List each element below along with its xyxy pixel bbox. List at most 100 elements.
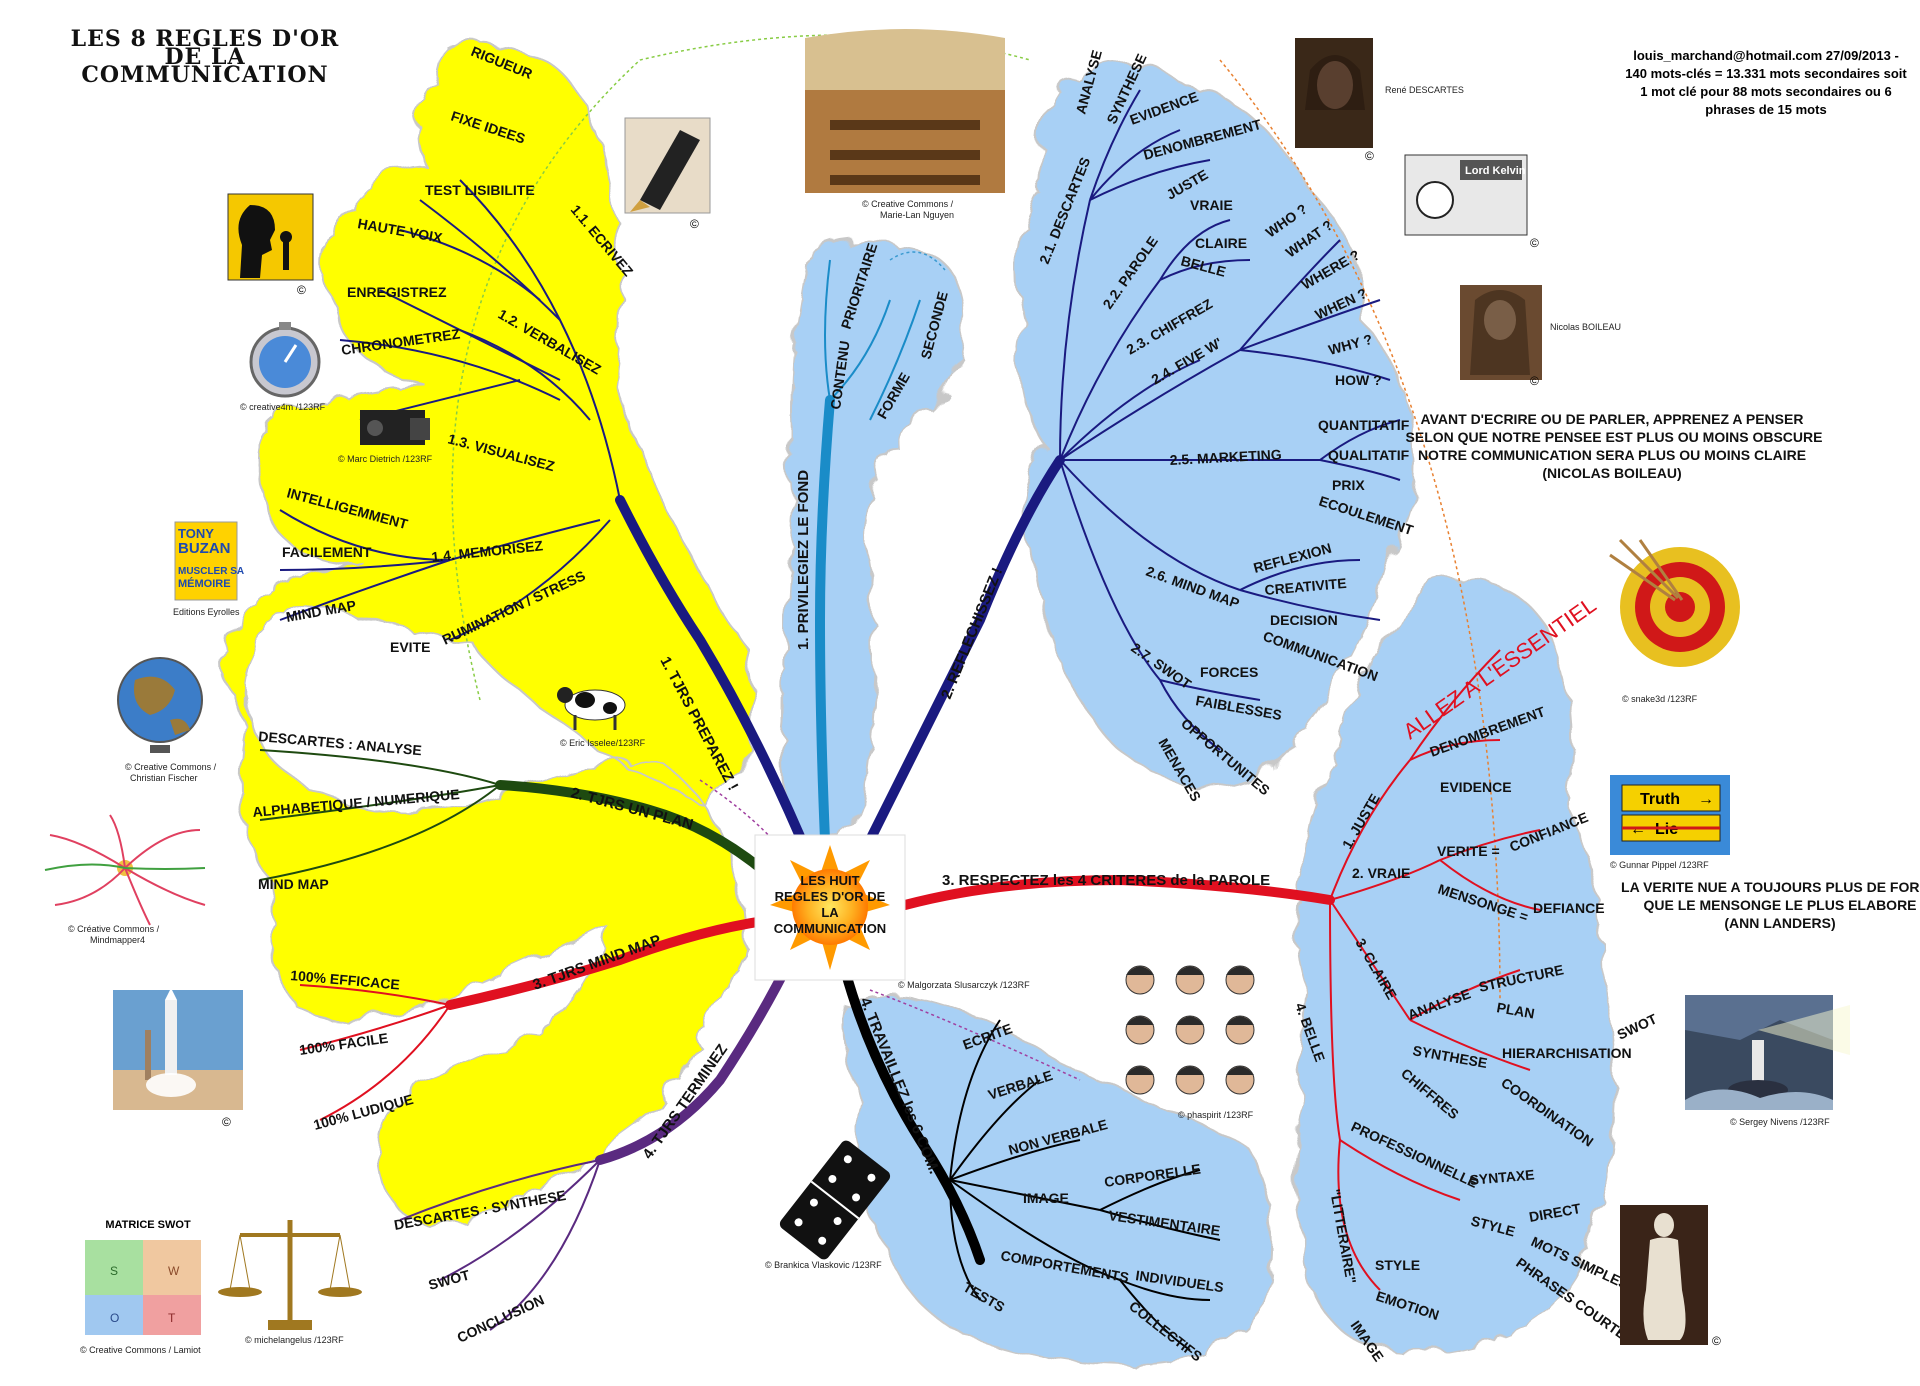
truth-lie-sign-icon: Truth → ← Lie © Gunnar Pippel /123RF <box>1610 775 1730 870</box>
svg-text:Lord Kelvin: Lord Kelvin <box>1465 165 1526 177</box>
r3-b-item-2: SYNTAXE <box>1469 1166 1535 1188</box>
branch-4-stroke <box>595 955 795 1165</box>
stopwatch-caption: © creative4m /123RF <box>240 402 326 412</box>
statue-icon: © <box>1620 1205 1721 1348</box>
book-buzan-icon: TONY BUZAN MUSCLER SA MÉMOIRE Editions E… <box>173 521 244 617</box>
svg-text:©: © <box>1712 1334 1721 1348</box>
center-caption: © Malgorzata Slusarczyk /123RF <box>898 980 1030 990</box>
blue-cloud-right-bottom <box>1289 574 1611 1349</box>
r3-v-label: 2. VRAIE <box>1352 865 1410 881</box>
sub-branches-com <box>949 1019 1221 1351</box>
r3-v-item-4: DEFIANCE <box>1533 900 1605 916</box>
domino-icon: © Brankica Vlaskovic /123RF <box>765 1140 891 1270</box>
camera-caption: © Marc Dietrich /123RF <box>338 454 433 464</box>
sub-branches-left <box>279 179 621 641</box>
quote-2-line-3: (ANN LANDERS) <box>1724 915 1835 931</box>
info-line-3: 1 mot clé pour 88 mots secondaires ou 6 <box>1640 84 1891 99</box>
speaker-silhouette-icon: © <box>227 193 314 297</box>
svg-text:→: → <box>1698 791 1714 808</box>
mindmap-thumbnail-icon: © Créative Commons / Mindmapper4 <box>30 808 215 945</box>
library-caption-1: © Creative Commons / <box>862 199 954 209</box>
blue-cloud-bottom-center <box>836 989 1268 1362</box>
swot-matrix-icon: MATRICE SWOT S W O T © Creative Commons … <box>80 1219 201 1355</box>
rocket-icon: © <box>113 988 243 1129</box>
quote-boileau: AVANT D'ECRIRE OU DE PARLER, APPRENEZ A … <box>1406 411 1823 481</box>
b4-item-3: CONCLUSION <box>455 1291 547 1345</box>
branch-1-stroke <box>615 495 815 865</box>
r4-item-4: IMAGE <box>1023 1190 1069 1206</box>
branch-2-stroke <box>495 780 785 890</box>
r27-item-1: FORCES <box>1200 664 1258 680</box>
center-line-2: REGLES D'OR DE <box>775 889 886 904</box>
r3-j-item-2: EVIDENCE <box>1440 779 1512 795</box>
sub-branches-terminez <box>399 1159 601 1331</box>
svg-text:T: T <box>168 1311 176 1325</box>
branch-r2-label: 2. REFLECHISSEZ ! <box>938 565 1006 701</box>
camera-icon: © Marc Dietrich /123RF <box>338 410 433 464</box>
quote-1-line-1: AVANT D'ECRIRE OU DE PARLER, APPRENEZ A … <box>1421 411 1804 427</box>
pen-icon: © <box>624 117 711 231</box>
r25-item-2: QUALITATIF <box>1328 447 1410 463</box>
target-icon: © snake3d /123RF <box>1609 538 1740 704</box>
truth-caption: © Gunnar Pippel /123RF <box>1610 860 1709 870</box>
r26-item-2: CREATIVITE <box>1264 575 1347 598</box>
r26-item-3: DECISION <box>1270 612 1338 628</box>
lighthouse-caption: © Sergey Nivens /123RF <box>1730 1117 1830 1127</box>
quote-1-line-4: (NICOLAS BOILEAU) <box>1542 465 1681 481</box>
descartes-caption: René DESCARTES <box>1385 85 1464 95</box>
buzan-caption: Editions Eyrolles <box>173 607 240 617</box>
svg-text:W: W <box>168 1264 180 1278</box>
mindmap-caption-2: Mindmapper4 <box>90 935 145 945</box>
page-title: LES 8 REGLES D'OR DE LA COMMUNICATION <box>71 26 339 88</box>
domino-caption: © Brankica Vlaskovic /123RF <box>765 1260 882 1270</box>
b2-item-1: DESCARTES : ANALYSE <box>258 728 423 758</box>
kelvin-icon: Lord Kelvin © <box>1404 154 1539 250</box>
faces-grid-icon: © phaspirit /123RF <box>1125 965 1255 1120</box>
cow-caption: © Eric Isselee/123RF <box>560 738 646 748</box>
svg-text:BUZAN: BUZAN <box>178 540 231 557</box>
quote-1-line-3: NOTRE COMMUNICATION SERA PLUS OU MOINS C… <box>1418 447 1806 463</box>
stopwatch-icon: © creative4m /123RF <box>240 322 326 412</box>
sub-branches-fond <box>824 259 921 421</box>
r25-item-1: QUANTITATIF <box>1318 417 1410 433</box>
globe-caption-2: Christian Fischer <box>130 773 198 783</box>
svg-text:O: O <box>110 1311 119 1325</box>
mindmap-caption-1: © Créative Commons / <box>68 924 160 934</box>
dotted-arc-purple-2 <box>869 989 1081 1081</box>
b15-item: EVITE <box>390 639 430 655</box>
scales-icon: © michelangelus /123RF <box>218 1220 362 1345</box>
globe-icon: © Creative Commons / Christian Fischer <box>117 657 217 783</box>
dotted-arc-cyan <box>889 251 946 271</box>
faces-caption: © phaspirit /123RF <box>1178 1110 1254 1120</box>
b12-item-2: ENREGISTREZ <box>347 284 447 300</box>
info-line-4: phrases de 15 mots <box>1705 102 1826 117</box>
r3-v-item-1: VERITE = <box>1437 843 1500 859</box>
quote-2-line-2: QUE LE MENSONGE LE PLUS ELABORE <box>1643 897 1916 913</box>
scales-caption: © michelangelus /123RF <box>245 1335 344 1345</box>
r22-item-3: CLAIRE <box>1195 235 1247 251</box>
branch-r3-label: 3. RESPECTEZ les 4 CRITERES de la PAROLE <box>942 872 1270 889</box>
svg-text:MÉMOIRE: MÉMOIRE <box>178 577 231 590</box>
b2-item-3: MIND MAP <box>258 876 329 892</box>
sub-branches-reflechissez <box>1059 89 1401 751</box>
sub-branches-mindmap <box>299 984 451 1121</box>
copyright-icon: © <box>690 217 699 231</box>
svg-text:Truth: Truth <box>1640 791 1680 808</box>
svg-text:MATRICE SWOT: MATRICE SWOT <box>105 1219 191 1231</box>
info-line-1: louis_marchand@hotmail.com 27/09/2013 - <box>1633 48 1899 63</box>
branch-r4-stroke <box>840 965 985 1265</box>
center-node[interactable]: LES HUIT REGLES D'OR DE LA COMMUNICATION… <box>754 834 1030 990</box>
branch-3-stroke <box>445 915 775 1010</box>
branch-p1-label: 1. PRIVILEGIEZ LE FOND <box>795 470 812 650</box>
svg-text:©: © <box>297 283 306 297</box>
center-line-1: LES HUIT <box>800 873 859 888</box>
yellow-cloud-left <box>216 38 750 1221</box>
svg-text:MUSCLER SA: MUSCLER SA <box>178 566 244 577</box>
svg-text:TONY: TONY <box>178 526 214 541</box>
center-line-4: COMMUNICATION <box>774 921 886 936</box>
svg-text:©: © <box>222 1115 231 1129</box>
r3-b-item-8: STYLE <box>1375 1257 1420 1273</box>
title-line-3: COMMUNICATION <box>81 62 328 88</box>
r3-c-item-6: SWOT <box>1615 1010 1660 1042</box>
